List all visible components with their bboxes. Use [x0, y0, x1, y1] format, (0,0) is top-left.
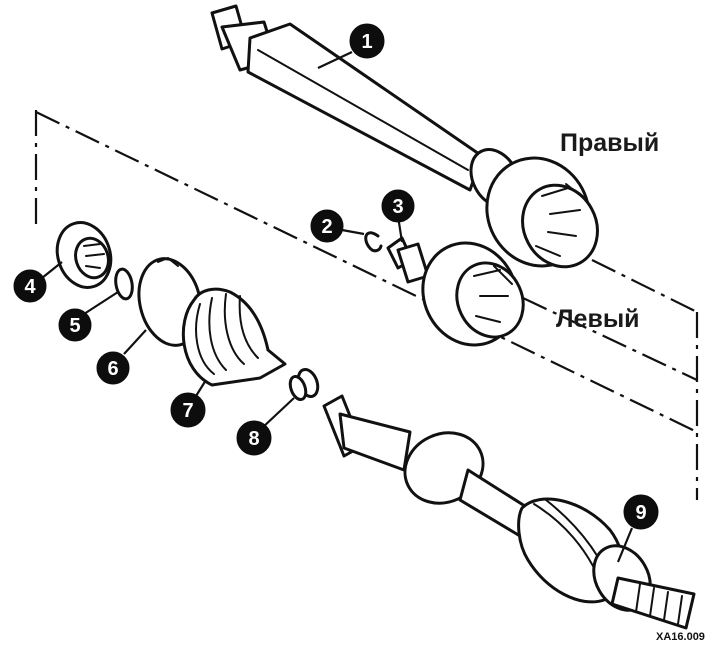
callout-9: 9 [623, 494, 659, 530]
callout-8: 8 [236, 420, 272, 456]
callout-3-number: 3 [392, 196, 403, 218]
part-9-left-shaft [322, 394, 696, 630]
part-8-small-clamp [288, 367, 320, 402]
leader-lines [41, 51, 634, 563]
callout-2: 2 [310, 209, 344, 243]
part-1-right-shaft [210, 4, 599, 269]
callout-6-number: 6 [107, 358, 118, 380]
dash-dot-boundary [34, 110, 699, 500]
callout-6: 6 [96, 351, 130, 385]
callout-4: 4 [13, 269, 47, 303]
callout-5-number: 5 [69, 315, 80, 337]
left-side-label: Левый [556, 305, 640, 333]
callout-2-number: 2 [321, 216, 332, 238]
callout-8-number: 8 [248, 428, 259, 450]
part-3-inner-joint [386, 236, 525, 347]
callout-3: 3 [381, 189, 415, 223]
part-2-circlip [364, 231, 383, 253]
callout-4-number: 4 [24, 276, 36, 298]
figure-code: XA16.009 [656, 631, 705, 643]
callout-1-number: 1 [361, 31, 372, 53]
callout-7-number: 7 [182, 400, 193, 422]
part-4-bearing-cage [55, 221, 113, 289]
right-side-label: Правый [560, 129, 659, 157]
callout-5: 5 [58, 308, 92, 342]
part-7-boot [181, 287, 287, 387]
part-5-ring [114, 267, 134, 301]
callout-1: 1 [349, 23, 385, 59]
callout-7: 7 [170, 392, 206, 428]
callout-9-number: 9 [635, 502, 646, 524]
